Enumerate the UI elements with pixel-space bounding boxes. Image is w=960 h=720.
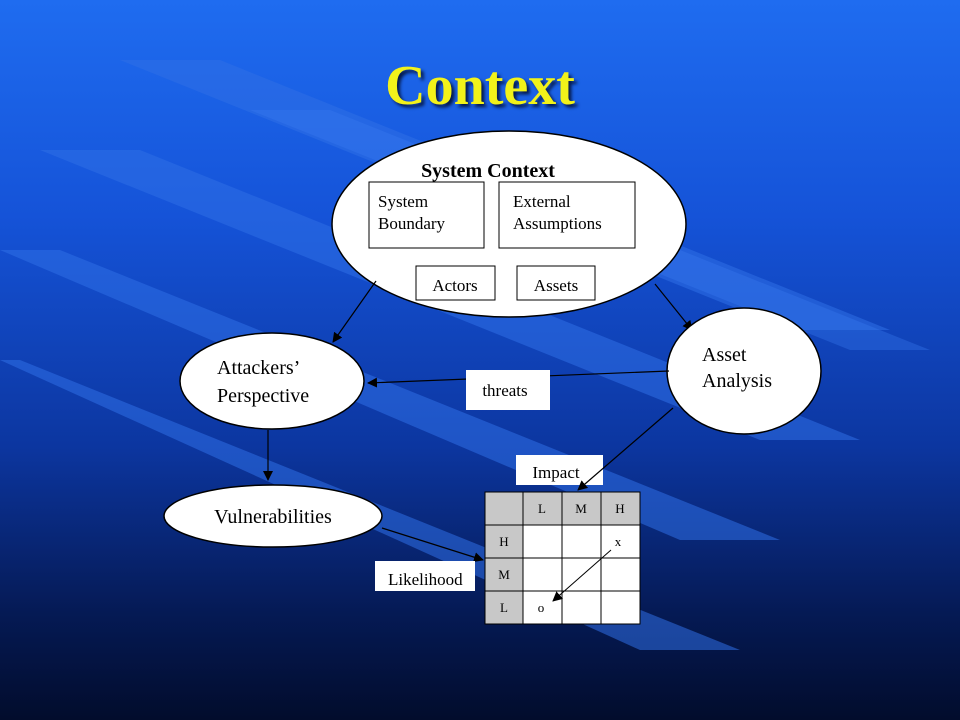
matrix-col-header-m: M: [575, 501, 587, 516]
arrow-context-to-attackers: [332, 280, 377, 343]
external-assumptions-line-2: Assumptions: [513, 214, 602, 233]
likelihood-box: [375, 561, 475, 591]
attackers-perspective-line-1: Attackers’: [217, 357, 300, 379]
attackers-perspective-node: Attackers’ Perspective: [179, 332, 365, 430]
matrix-cell-l-l: o: [538, 600, 545, 615]
matrix-row-header-m: M: [498, 567, 510, 582]
matrix-cell-h-h: x: [615, 534, 622, 549]
likelihood-label: Likelihood: [388, 570, 463, 589]
matrix-col-header-h: H: [615, 501, 624, 516]
asset-analysis-line-2: Analysis: [702, 370, 772, 392]
system-context-label: System Context: [421, 160, 555, 182]
impact-box: [516, 455, 603, 485]
page-title: Context: [385, 55, 575, 117]
matrix-row-header-h: H: [499, 534, 508, 549]
arrow-risk-reduction: [552, 549, 612, 602]
impact-label: Impact: [532, 463, 579, 482]
matrix-row-header-l: L: [500, 600, 508, 615]
arrow-asset-analysis-to-impact: [577, 407, 674, 491]
matrix-grid: [484, 491, 641, 625]
actors-box: [415, 265, 496, 301]
vulnerabilities-label: Vulnerabilities: [214, 506, 332, 528]
external-assumptions-box: [498, 181, 636, 249]
arrow-vulnerabilities-to-likelihood: [381, 527, 484, 563]
asset-analysis-node: Asset Analysis: [666, 307, 822, 435]
external-assumptions-line-1: External: [513, 192, 571, 211]
attackers-perspective-line-2: Perspective: [217, 385, 309, 407]
actors-label: Actors: [432, 276, 477, 295]
system-boundary-line-1: System: [378, 192, 428, 211]
vulnerabilities-ellipse: [163, 484, 383, 548]
attackers-perspective-ellipse: [179, 332, 365, 430]
system-context-node: System Context System Boundary External …: [331, 130, 687, 318]
assets-label: Assets: [534, 276, 578, 295]
assets-box: [516, 265, 596, 301]
vulnerabilities-node: Vulnerabilities: [163, 484, 383, 548]
asset-analysis-line-1: Asset: [702, 344, 747, 366]
matrix-col-header-l: L: [538, 501, 546, 516]
system-boundary-line-2: Boundary: [378, 214, 446, 233]
threats-box: [466, 370, 550, 410]
risk-matrix: L M H H M L x o: [484, 491, 641, 625]
system-boundary-box: [368, 181, 485, 249]
threats-label: threats: [482, 381, 527, 400]
arrow-context-to-asset-analysis: [654, 283, 693, 331]
